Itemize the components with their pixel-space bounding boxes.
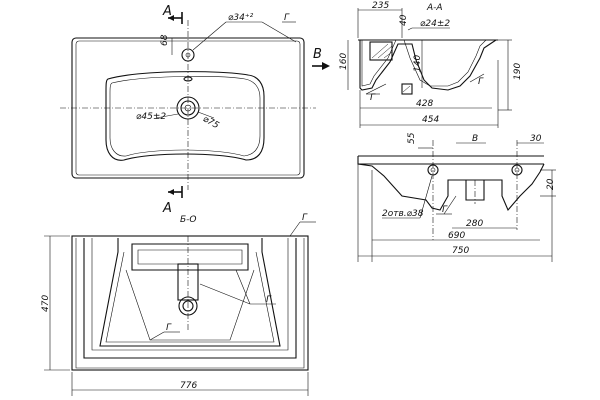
dim-750: 750 xyxy=(452,246,469,256)
view-b-arrowhead xyxy=(322,62,330,70)
section-mark-top: A xyxy=(162,4,172,19)
surface-mark-sec-left: Г xyxy=(370,93,376,103)
dim-428: 428 xyxy=(416,99,433,109)
drain-large-leader xyxy=(197,111,215,119)
hatch-3 xyxy=(383,51,393,59)
dim-160: 160 xyxy=(339,53,349,70)
tap-hole-dim: ⌀34⁺² xyxy=(228,13,254,23)
drain-small-leader xyxy=(155,113,179,119)
dim-30: 30 xyxy=(530,134,542,144)
hatch-4 xyxy=(402,85,411,93)
section-profile-inner-left xyxy=(361,39,397,87)
dim-drain-hole: ⌀24±2 xyxy=(420,19,450,29)
section-block xyxy=(369,41,393,61)
section-profile-outer xyxy=(359,39,497,91)
top-view-basin xyxy=(105,71,265,161)
view-b-arrow-label: B xyxy=(313,47,322,62)
top-view: A ⌀34⁺² 68 Г ⌀45±2 ⌀75 xyxy=(60,4,316,198)
view-b-arrow: B xyxy=(312,47,330,70)
bottom-outer-inner xyxy=(75,238,305,369)
surface-leader-b xyxy=(443,195,457,215)
drain-small-dim: ⌀45±2 xyxy=(136,112,166,122)
dim-280: 280 xyxy=(466,219,483,229)
dim-holes: 2отв.⌀38 xyxy=(382,209,424,219)
dim-454: 454 xyxy=(422,115,439,125)
dim-470: 470 xyxy=(41,295,51,312)
surface-leader-bottom-2 xyxy=(235,269,251,305)
drain-large-dim: ⌀75 xyxy=(201,114,221,131)
dim-40: 40 xyxy=(399,14,409,26)
section-arrowhead-bottom xyxy=(168,189,174,195)
dim-235: 235 xyxy=(372,1,389,11)
dim-690: 690 xyxy=(448,231,465,241)
view-b-top-edge xyxy=(358,155,544,165)
surface-leader-bottom-1 xyxy=(199,283,251,305)
surface-mark-bottom-center: Г xyxy=(166,323,172,333)
surface-leader-sec-left xyxy=(365,83,387,95)
bottom-overflow-box-inner xyxy=(137,249,243,265)
surface-mark-bottom-top: Г xyxy=(302,213,308,223)
surface-mark-sec-right: Г xyxy=(478,77,484,87)
tap-leader xyxy=(192,21,227,51)
view-b: B 55 30 20 2отв.⌀38 Г 280 xyxy=(357,132,556,262)
bottom-overflow-box xyxy=(131,243,249,271)
section-drain xyxy=(401,83,413,95)
section-title: A-A xyxy=(426,3,443,13)
bottom-funnel xyxy=(125,269,255,341)
view-b-profile xyxy=(357,156,545,212)
surface-mark-bottom-right: Г xyxy=(266,295,272,305)
dim-20: 20 xyxy=(546,178,556,190)
surface-leader-sec-right xyxy=(469,73,485,83)
surface-leader-bottom-4 xyxy=(289,221,301,237)
tap-offset-dim: 68 xyxy=(160,34,170,46)
bottom-skirt-inner xyxy=(105,251,275,343)
surface-mark-b: Г xyxy=(442,205,448,215)
hatch-2 xyxy=(377,45,393,59)
surface-mark-top: Г xyxy=(284,13,290,23)
view-note: Б-О xyxy=(180,215,197,225)
section-arrowhead-top xyxy=(168,15,174,21)
bottom-outer xyxy=(71,235,309,371)
dim-190: 190 xyxy=(513,63,523,80)
holes-leader xyxy=(419,175,433,219)
section-profile-inner-right xyxy=(403,39,487,87)
surface-leader-top xyxy=(261,21,297,43)
drain-hole-leader-tick xyxy=(407,27,413,31)
dim-776: 776 xyxy=(180,381,197,391)
surface-leader-bottom-3 xyxy=(149,331,165,341)
bottom-view: A Б-О Г Г Г 470 xyxy=(41,201,316,396)
top-view-basin-inner xyxy=(109,76,261,157)
dim-55: 55 xyxy=(407,132,417,144)
section-view: A-A 235 40 ⌀24±2 160 140 190 xyxy=(339,1,523,128)
section-mark-bottom: A xyxy=(162,201,172,216)
hatch-1 xyxy=(371,43,389,59)
bottom-frame-2 xyxy=(83,238,297,359)
bottom-skirt xyxy=(99,238,281,347)
dim-140: 140 xyxy=(413,55,423,72)
view-b-title: B xyxy=(472,134,478,144)
bottom-frame-3 xyxy=(91,238,289,351)
